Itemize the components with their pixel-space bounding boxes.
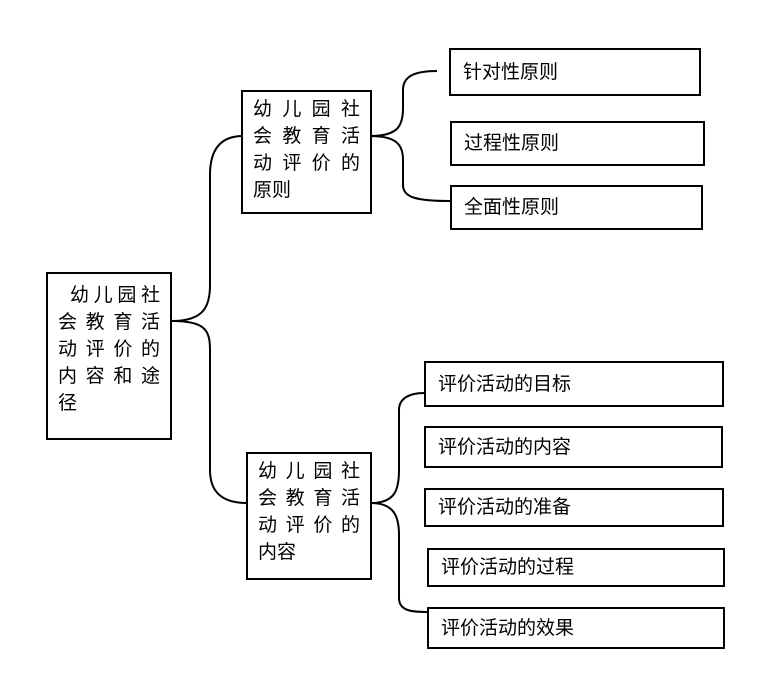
root-node: 幼儿园社 会教育活 动评价的 内容和途 径 xyxy=(46,272,172,440)
contents-node: 幼儿园社 会教育活 动评价的 内容 xyxy=(246,452,372,580)
contents-brace xyxy=(370,392,428,613)
root-line: 内容和途 xyxy=(58,365,160,387)
root-brace xyxy=(171,135,248,504)
principles-brace xyxy=(369,70,451,202)
principles-line: 会教育活 xyxy=(253,125,360,147)
principles-line: 幼儿园社 xyxy=(253,98,360,120)
root-line: 径 xyxy=(58,392,78,414)
principles-line: 原则 xyxy=(253,179,292,201)
content-process: 评价活动的过程 xyxy=(427,548,725,587)
contents-line: 内容 xyxy=(258,541,297,563)
contents-line: 会教育活 xyxy=(258,487,360,509)
content-goal: 评价活动的目标 xyxy=(424,361,724,407)
principles-node: 幼儿园社 会教育活 动评价的 原则 xyxy=(241,90,372,214)
principle-comprehensive: 全面性原则 xyxy=(450,185,703,230)
principle-targeted: 针对性原则 xyxy=(449,48,701,96)
contents-line: 幼儿园社 xyxy=(258,460,360,482)
content-effect: 评价活动的效果 xyxy=(427,607,725,649)
principle-process: 过程性原则 xyxy=(450,121,705,166)
root-line: 动评价的 xyxy=(58,338,160,360)
root-line: 幼儿园社 xyxy=(70,284,160,306)
root-line: 会教育活 xyxy=(58,311,160,333)
content-content: 评价活动的内容 xyxy=(424,426,723,468)
contents-line: 动评价的 xyxy=(258,514,360,536)
principles-line: 动评价的 xyxy=(253,152,360,174)
content-preparation: 评价活动的准备 xyxy=(424,488,724,527)
